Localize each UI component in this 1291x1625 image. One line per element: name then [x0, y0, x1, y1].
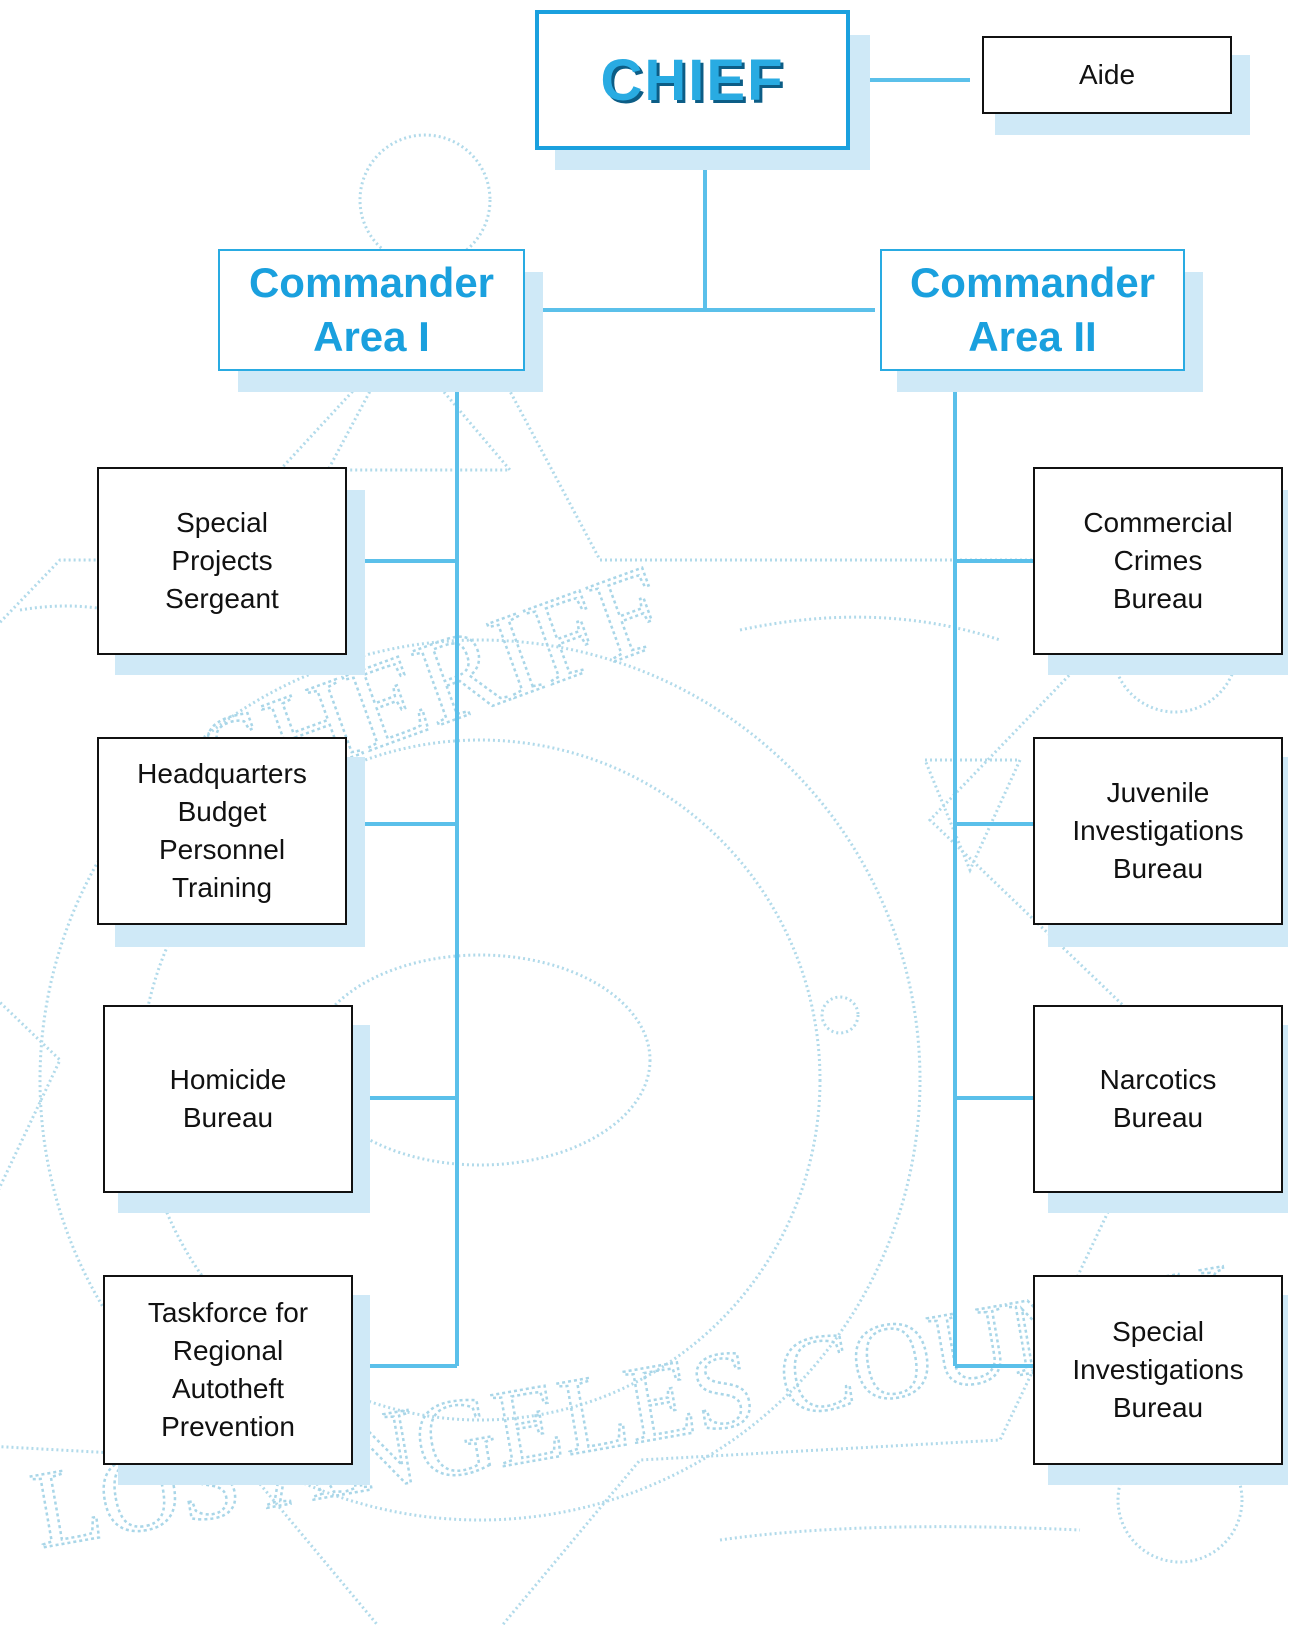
unit-line: Bureau	[1112, 583, 1204, 614]
commander-area-1-line-1: Commander	[248, 259, 495, 306]
unit-headquarters-budget-personnel-training: Headquarters Budget Personnel Training	[97, 737, 347, 925]
unit-taskforce-regional-autotheft-prevention: Taskforce for Regional Autotheft Prevent…	[103, 1275, 353, 1465]
unit-line: Budget	[177, 796, 267, 827]
commander-area-2-line-1: Commander	[909, 259, 1156, 306]
chief-box: CHIEF	[535, 10, 850, 150]
unit-line: Bureau	[1112, 1102, 1204, 1133]
unit-line: Autotheft	[171, 1373, 285, 1404]
unit-line: Special	[176, 507, 268, 538]
unit-special-investigations-bureau: Special Investigations Bureau	[1033, 1275, 1283, 1465]
unit-line: Commercial	[1083, 507, 1233, 538]
badge-chevron-right	[922, 758, 1023, 874]
unit-line: Narcotics	[1099, 1064, 1217, 1095]
unit-line: Projects	[171, 545, 273, 576]
unit-juvenile-investigations-bureau: Juvenile Investigations Bureau	[1033, 737, 1283, 925]
unit-line: Bureau	[182, 1102, 274, 1133]
unit-commercial-crimes-bureau: Commercial Crimes Bureau	[1033, 467, 1283, 655]
unit-line: Crimes	[1113, 545, 1203, 576]
bear-emblem	[308, 953, 652, 1167]
unit-line: Prevention	[161, 1411, 295, 1442]
unit-line: Investigations	[1072, 1354, 1244, 1385]
unit-line: Bureau	[1112, 1392, 1204, 1423]
commander-area-1-box: Commander Area I	[218, 249, 525, 371]
unit-homicide-bureau: Homicide Bureau	[103, 1005, 353, 1193]
badge-ball-row-bottom	[719, 1525, 1081, 1542]
unit-line: Headquarters	[137, 758, 307, 789]
unit-line: Juvenile	[1106, 777, 1210, 808]
unit-line: Sergeant	[165, 583, 279, 614]
badge-outer-ring	[38, 638, 922, 1522]
unit-line: Taskforce for	[147, 1297, 309, 1328]
badge-small-dot	[820, 995, 860, 1035]
unit-line: Regional	[172, 1335, 284, 1366]
commander-area-1-line-2: Area I	[313, 313, 430, 360]
commander-area-2-box: Commander Area II	[880, 249, 1185, 371]
badge-inner-ring	[138, 738, 822, 1422]
aide-box: Aide	[982, 36, 1232, 114]
commander-area-2-line-2: Area II	[968, 313, 1097, 360]
unit-narcotics-bureau: Narcotics Bureau	[1033, 1005, 1283, 1193]
chief-label: CHIEF	[600, 47, 785, 113]
unit-line: Bureau	[1112, 853, 1204, 884]
unit-line: Personnel	[158, 834, 286, 865]
unit-line: Investigations	[1072, 815, 1244, 846]
unit-special-projects-sergeant: Special Projects Sergeant	[97, 467, 347, 655]
unit-line: Special	[1112, 1316, 1204, 1347]
unit-line: Homicide	[169, 1064, 287, 1095]
unit-line: Training	[171, 872, 273, 903]
badge-ball-row-right	[739, 615, 1001, 642]
aide-label: Aide	[1078, 59, 1136, 90]
